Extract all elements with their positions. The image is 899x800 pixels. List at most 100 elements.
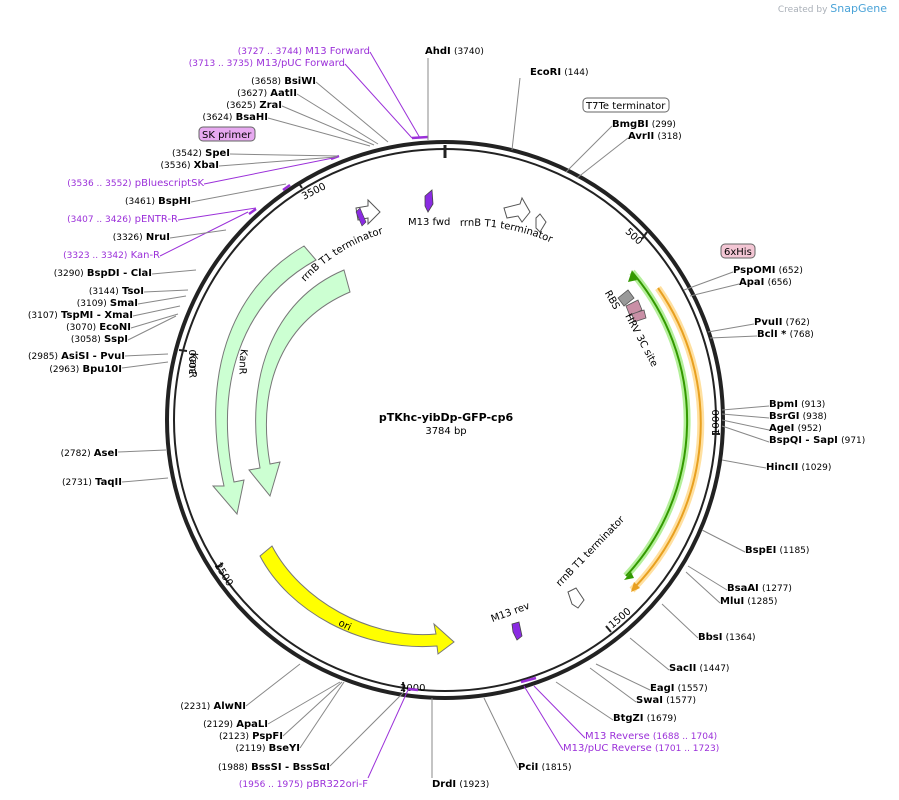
site-label-avrii[interactable]: AvrII (318) bbox=[628, 131, 682, 142]
primer-label-pbluescriptsk[interactable]: (3536 .. 3552) pBluescriptSK bbox=[67, 178, 204, 189]
site-label-smai[interactable]: (3109) SmaI bbox=[77, 298, 138, 309]
site-label-bsiwi[interactable]: (3658) BsiWI bbox=[251, 76, 316, 87]
sk-primer-bar[interactable] bbox=[355, 207, 367, 227]
kanr-outer-arrow[interactable] bbox=[211, 245, 317, 516]
site-label-bspdi-clai[interactable]: (3290) BspDI - ClaI bbox=[54, 268, 152, 279]
primer-label-m13-puc-reverse[interactable]: M13/pUC Reverse (1701 .. 1723) bbox=[563, 743, 719, 754]
label-position: (3536) bbox=[161, 161, 191, 171]
label-position: (2985) bbox=[28, 352, 58, 362]
site-label-bsphi[interactable]: (3461) BspHI bbox=[125, 196, 191, 207]
leader-line-avrii bbox=[576, 137, 629, 179]
site-label-tsoi[interactable]: (3144) TsoI bbox=[89, 286, 144, 297]
rrnb-arrow-small[interactable] bbox=[535, 213, 547, 233]
site-label-ecori[interactable]: EcoRI (144) bbox=[530, 67, 588, 78]
t7te-box[interactable] bbox=[582, 97, 670, 113]
leader-line-btgzi bbox=[555, 681, 614, 721]
label-name: M13 Forward bbox=[305, 46, 370, 57]
leader-line-alwni bbox=[245, 663, 301, 707]
rrnb-arrow-top[interactable] bbox=[503, 196, 531, 223]
six-his-box[interactable] bbox=[720, 243, 756, 259]
label-position: (1577) bbox=[666, 696, 696, 706]
site-label-bsrgi[interactable]: BsrGI (938) bbox=[769, 411, 827, 422]
site-label-ahdi[interactable]: AhdI (3740) bbox=[425, 46, 484, 57]
label-name: PvuII bbox=[754, 317, 782, 328]
site-label-bspqi-sapi[interactable]: BspQI - SapI (971) bbox=[769, 435, 865, 446]
label-position: (3727 .. 3744) bbox=[238, 47, 302, 57]
site-label-bpu10i[interactable]: (2963) Bpu10I bbox=[49, 364, 122, 375]
leader-line-m13-reverse bbox=[533, 685, 586, 739]
site-label-pcii[interactable]: PciI (1815) bbox=[518, 762, 572, 773]
label-name: TspMI - XmaI bbox=[61, 310, 133, 321]
site-label-pspomi[interactable]: PspOMI (652) bbox=[733, 265, 803, 276]
site-label-bsaai[interactable]: BsaAI (1277) bbox=[727, 583, 792, 594]
leader-line-eagi bbox=[595, 663, 651, 691]
site-label-agei[interactable]: AgeI (952) bbox=[769, 423, 822, 434]
label-name: PspFI bbox=[252, 731, 283, 742]
leader-line-m13-forward bbox=[369, 51, 421, 139]
hrv-box-2[interactable] bbox=[631, 309, 647, 323]
label-position: (1029) bbox=[801, 463, 831, 473]
primer-label-pentr-r[interactable]: (3407 .. 3426) pENTR-R bbox=[67, 214, 178, 225]
site-label-sspi[interactable]: (3058) SspI bbox=[71, 334, 128, 345]
label-position: (768) bbox=[790, 330, 814, 340]
site-label-taqii[interactable]: (2731) TaqII bbox=[62, 477, 122, 488]
site-label-econi[interactable]: (3070) EcoNI bbox=[66, 322, 131, 333]
sk-primer-box[interactable] bbox=[198, 126, 256, 142]
t7te-label: T7Te terminator bbox=[585, 101, 666, 112]
leader-line-hincii bbox=[721, 459, 767, 469]
primer-label-m13-forward[interactable]: (3727 .. 3744) M13 Forward bbox=[238, 46, 370, 57]
site-label-zrai[interactable]: (3625) ZraI bbox=[226, 100, 282, 111]
site-label-tspmi-xmai[interactable]: (3107) TspMI - XmaI bbox=[28, 310, 133, 321]
site-label-apai[interactable]: ApaI (656) bbox=[739, 277, 792, 288]
site-label-bspei[interactable]: BspEI (1185) bbox=[745, 545, 809, 556]
site-label-pspfi[interactable]: (2123) PspFI bbox=[219, 731, 283, 742]
site-label-asisi-pvui[interactable]: (2985) AsiSI - PvuI bbox=[28, 351, 125, 362]
credit-prefix: Created by bbox=[777, 5, 828, 15]
site-label-hincii[interactable]: HincII (1029) bbox=[766, 462, 831, 473]
site-label-bsssi-bsss-i[interactable]: (1988) BssSI - BssSαI bbox=[218, 762, 330, 773]
site-label-alwni[interactable]: (2231) AlwNI bbox=[180, 701, 246, 712]
site-label-xbai[interactable]: (3536) XbaI bbox=[161, 160, 219, 171]
site-label-drdi[interactable]: DrdI (1923) bbox=[432, 779, 489, 790]
primer-label-kan-r[interactable]: (3323 .. 3342) Kan-R bbox=[63, 250, 160, 261]
gfp-feature-line bbox=[625, 271, 689, 577]
site-label-btgzi[interactable]: BtgZI (1679) bbox=[613, 713, 677, 724]
site-label-bcli-[interactable]: BclI * (768) bbox=[757, 329, 814, 340]
label-name: EagI bbox=[650, 683, 674, 694]
site-label-bbsi[interactable]: BbsI (1364) bbox=[698, 632, 756, 643]
site-label-bmgbi[interactable]: BmgBI (299) bbox=[612, 119, 676, 130]
site-label-pvuii[interactable]: PvuII (762) bbox=[754, 317, 810, 328]
label-name: SacII bbox=[669, 663, 696, 674]
primer-label-m13-reverse[interactable]: M13 Reverse (1688 .. 1704) bbox=[585, 731, 717, 742]
site-label-eagi[interactable]: EagI (1557) bbox=[650, 683, 708, 694]
site-label-mlui[interactable]: MluI (1285) bbox=[720, 596, 777, 607]
leader-line-bspdi-clai bbox=[151, 269, 197, 275]
site-label-apali[interactable]: (2129) ApaLI bbox=[203, 719, 268, 730]
label-name: BtgZI bbox=[613, 713, 644, 724]
primer-label-m13-puc-forward[interactable]: (3713 .. 3735) M13/pUC Forward bbox=[189, 58, 345, 69]
m13-fwd-arrow[interactable] bbox=[424, 189, 434, 213]
kanr-inner-arrow[interactable] bbox=[248, 269, 351, 498]
rrnb-arrow-bottom[interactable] bbox=[567, 587, 585, 609]
site-label-swai[interactable]: SwaI (1577) bbox=[636, 695, 696, 706]
m13-rev-arrow[interactable] bbox=[511, 621, 523, 641]
site-label-spei[interactable]: (3542) SpeI bbox=[172, 148, 230, 159]
site-label-asei[interactable]: (2782) AseI bbox=[61, 448, 118, 459]
site-label-bsahi[interactable]: (3624) BsaHI bbox=[202, 112, 268, 123]
leader-line-mlui bbox=[685, 571, 721, 604]
site-label-bpmi[interactable]: BpmI (913) bbox=[769, 399, 825, 410]
primer-label-pbr322ori-f[interactable]: (1956 .. 1975) pBR322ori-F bbox=[239, 779, 368, 790]
label-name: XbaI bbox=[194, 160, 219, 171]
site-label-bseyi[interactable]: (2119) BseYI bbox=[236, 743, 300, 754]
label-name: AseI bbox=[94, 448, 118, 459]
site-label-nrui[interactable]: (3326) NruI bbox=[113, 232, 170, 243]
label-name: M13/pUC Reverse bbox=[563, 743, 652, 754]
site-label-sacii[interactable]: SacII (1447) bbox=[669, 663, 729, 674]
leader-line-ecori bbox=[511, 77, 521, 151]
rbs-box[interactable] bbox=[617, 289, 635, 307]
label-name: AsiSI - PvuI bbox=[61, 351, 125, 362]
label-name: pBluescriptSK bbox=[135, 178, 205, 189]
label-position: (1285) bbox=[747, 597, 777, 607]
site-label-aatii[interactable]: (3627) AatII bbox=[237, 88, 297, 99]
ori-arrow[interactable] bbox=[259, 545, 455, 655]
